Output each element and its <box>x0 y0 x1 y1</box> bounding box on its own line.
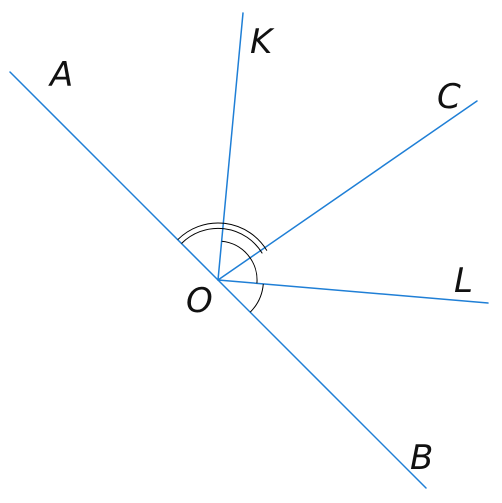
label-o: O <box>186 281 213 321</box>
angle-arc-lob <box>249 283 264 313</box>
ray-ok <box>217 12 244 281</box>
label-c: C <box>437 77 461 117</box>
label-k: K <box>250 22 275 62</box>
angle-arc-aoc-inner <box>181 227 263 254</box>
label-a: A <box>48 55 73 95</box>
angle-arc-kol <box>221 240 258 284</box>
label-l: L <box>454 261 473 301</box>
ray-oc <box>217 100 478 281</box>
label-b: B <box>410 438 433 478</box>
angle-arc-aoc-outer <box>177 222 268 251</box>
ray-ol <box>217 279 489 304</box>
